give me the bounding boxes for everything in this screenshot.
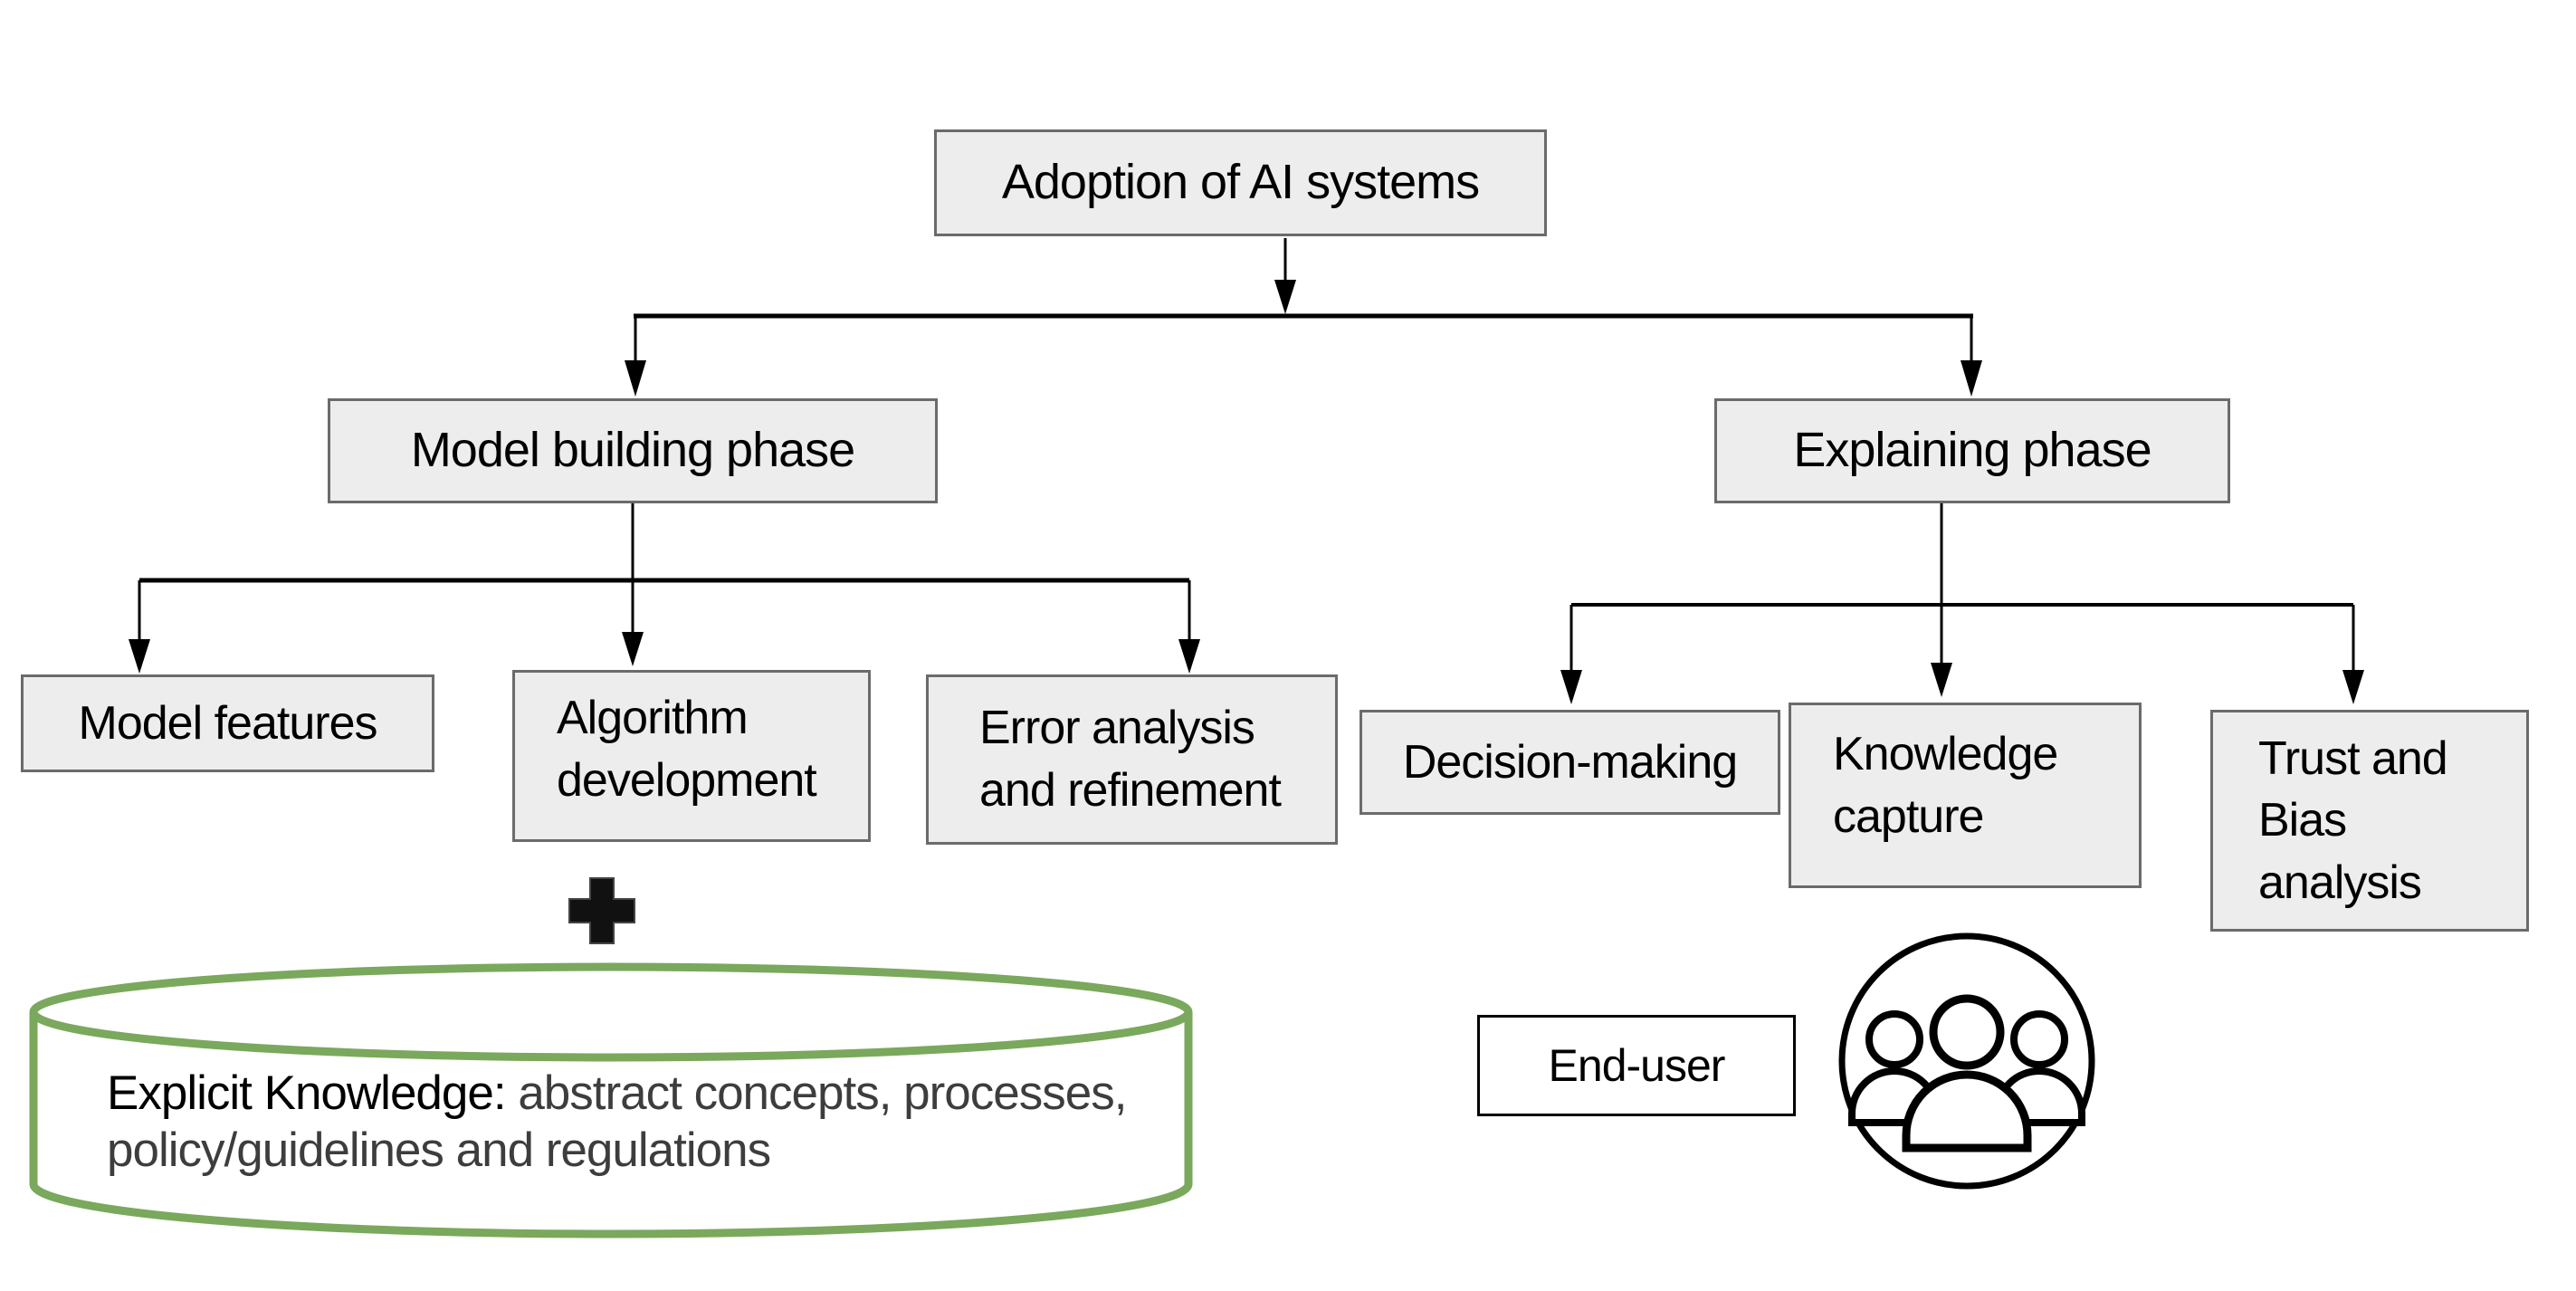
node-label: Decision-making <box>1402 735 1738 789</box>
node-label: Model features <box>78 696 378 750</box>
node-model-building-phase: Model building phase <box>328 398 938 503</box>
node-label: Explaining phase <box>1793 423 2151 478</box>
node-label-line1: Knowledge <box>1833 728 2058 780</box>
node-end-user: End-user <box>1477 1015 1796 1116</box>
plus-icon <box>568 877 635 944</box>
node-label: End-user <box>1548 1040 1726 1091</box>
node-label-line2: capture <box>1833 789 1984 843</box>
node-label: Adoption of AI systems <box>1001 155 1480 210</box>
person-right-head <box>2010 1010 2068 1068</box>
node-label-line1: Algorithm <box>557 692 749 744</box>
knowledge-store-line2: processes, policy/guidelines and regulat… <box>107 1066 1127 1177</box>
knowledge-store-text: Explicit Knowledge: abstract concepts, p… <box>107 1065 1157 1179</box>
arrowhead-root <box>1274 280 1296 314</box>
arrowhead-model-building <box>625 360 646 397</box>
node-label-line2: Bias <box>2258 794 2347 847</box>
node-algorithm-development: Algorithm development <box>512 670 871 842</box>
arrowhead-error <box>1178 639 1200 674</box>
cylinder-top <box>29 962 1193 1062</box>
node-explaining-phase: Explaining phase <box>1714 398 2230 503</box>
arrowhead-model-features <box>129 639 150 674</box>
arrowhead-decision <box>1560 670 1582 704</box>
arrowhead-algorithm <box>622 632 644 666</box>
node-label-line2: development <box>557 753 817 807</box>
node-adoption-of-ai-systems: Adoption of AI systems <box>934 129 1547 236</box>
arrowhead-knowledge <box>1931 663 1952 697</box>
node-label: Model building phase <box>410 423 855 478</box>
node-label-line2: and refinement <box>979 764 1282 817</box>
node-knowledge-capture: Knowledge capture <box>1789 703 2142 888</box>
node-decision-making: Decision-making <box>1360 710 1780 815</box>
person-center-head <box>1929 994 2005 1070</box>
person-left-head <box>1865 1010 1923 1068</box>
node-model-features: Model features <box>21 674 434 772</box>
node-label-line1: Error analysis <box>979 702 1255 755</box>
node-trust-bias-analysis: Trust and Bias analysis <box>2210 710 2529 932</box>
arrowhead-trust <box>2342 670 2364 704</box>
cylinder-body <box>29 1012 1193 1238</box>
node-error-analysis-refinement: Error analysis and refinement <box>926 674 1338 845</box>
node-label-line1: Trust and <box>2258 732 2448 785</box>
knowledge-store-line1-rest: abstract concepts, <box>505 1066 892 1120</box>
arrowhead-explaining <box>1961 360 1982 397</box>
node-label-line3: analysis <box>2258 856 2422 909</box>
knowledge-cylinder <box>29 962 1193 1238</box>
knowledge-store-lead: Explicit Knowledge: <box>107 1066 507 1120</box>
users-group-icon <box>1838 932 2095 1190</box>
person-center-body <box>1902 1070 2032 1152</box>
